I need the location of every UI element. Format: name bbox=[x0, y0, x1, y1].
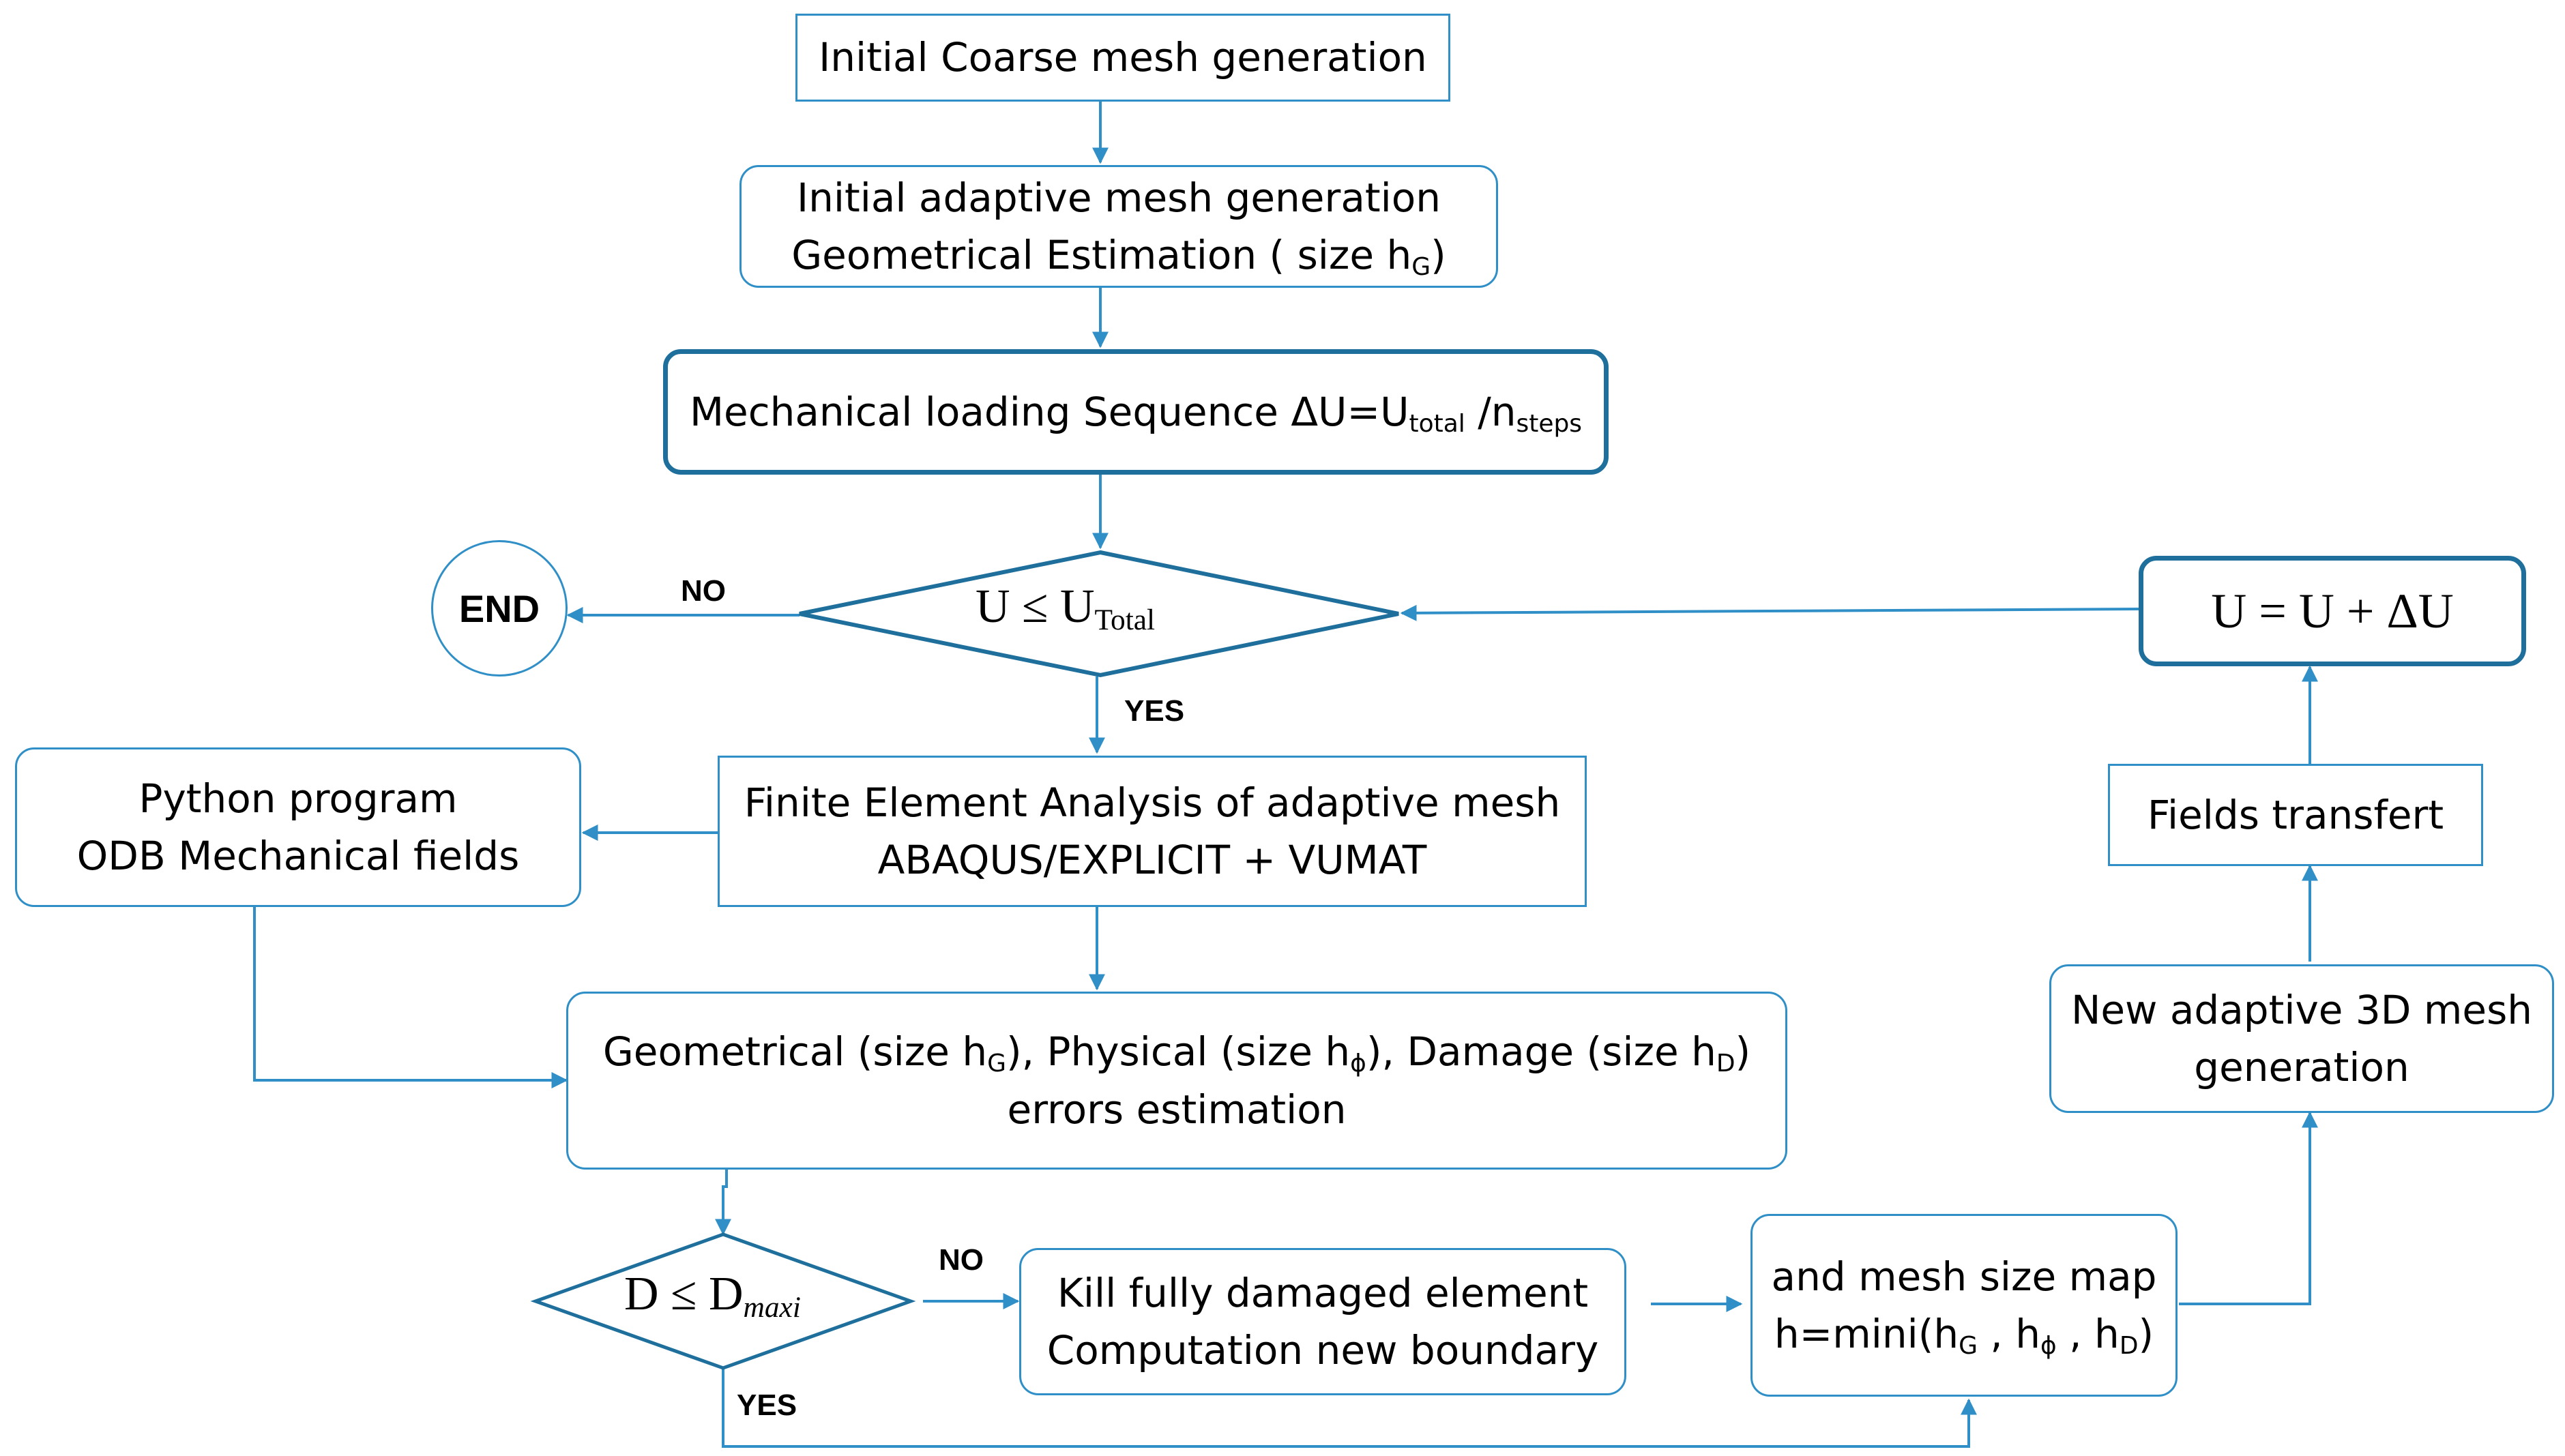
new-adaptive-mesh-box: New adaptive 3D mesh generation bbox=[2049, 964, 2554, 1113]
mechanical-loading-box: Mechanical loading Sequence ΔU=Utotal /n… bbox=[663, 349, 1609, 475]
no-label-ucheck: NO bbox=[681, 574, 726, 608]
yes-label-ucheck: YES bbox=[1124, 694, 1185, 728]
python-line1: Python program bbox=[138, 775, 458, 822]
python-line2: ODB Mechanical fields bbox=[76, 833, 520, 879]
errors-estimation-box: Geometrical (size hG), Physical (size hϕ… bbox=[566, 992, 1787, 1170]
u-check-diamond bbox=[799, 550, 1399, 678]
u-update-text: U = U + ΔU bbox=[2211, 583, 2454, 638]
initial-adaptive-mesh-box: Initial adaptive mesh generation Geometr… bbox=[739, 165, 1498, 288]
end-node: END bbox=[431, 540, 568, 677]
initial-adaptive-line2: Geometrical Estimation ( size hG) bbox=[791, 232, 1446, 281]
kill-element-box: Kill fully damaged element Computation n… bbox=[1019, 1248, 1626, 1395]
fields-transfer-text: Fields transfert bbox=[2147, 791, 2444, 838]
new-mesh-line1: New adaptive 3D mesh bbox=[2070, 986, 2533, 1033]
yes-label-dcheck: YES bbox=[737, 1388, 797, 1422]
fea-line2: ABAQUS/EXPLICIT + VUMAT bbox=[877, 837, 1427, 883]
arrow-uupdate-to-ucheck bbox=[1400, 604, 2141, 621]
arrow-dcheck-yes-to-sizemap bbox=[722, 1367, 1977, 1448]
fea-box: Finite Element Analysis of adaptive mesh… bbox=[718, 756, 1587, 907]
fields-transfer-box: Fields transfert bbox=[2108, 764, 2483, 866]
errors-line2: errors estimation bbox=[1007, 1086, 1347, 1133]
initial-adaptive-line1: Initial adaptive mesh generation bbox=[797, 174, 1441, 221]
d-check-text: D ≤ Dmaxi bbox=[624, 1268, 801, 1324]
new-mesh-line2: generation bbox=[2194, 1044, 2409, 1090]
size-map-line1: and mesh size map bbox=[1771, 1253, 2157, 1300]
kill-line1: Kill fully damaged element bbox=[1057, 1269, 1589, 1316]
python-program-box: Python program ODB Mechanical fields bbox=[15, 747, 581, 907]
mechanical-loading-text: Mechanical loading Sequence ΔU=Utotal /n… bbox=[689, 388, 1583, 438]
d-check-diamond bbox=[530, 1232, 916, 1370]
coarse-mesh-box: Initial Coarse mesh generation bbox=[795, 14, 1450, 102]
arrow-sizemap-to-newmesh bbox=[2179, 1111, 2318, 1305]
u-update-box: U = U + ΔU bbox=[2139, 556, 2526, 666]
mesh-size-map-box: and mesh size map h=mini(hG , hϕ , hD) bbox=[1750, 1214, 2178, 1397]
errors-line1: Geometrical (size hG), Physical (size hϕ… bbox=[602, 1028, 1751, 1078]
no-label-dcheck: NO bbox=[939, 1243, 984, 1277]
fea-line1: Finite Element Analysis of adaptive mesh bbox=[744, 779, 1561, 826]
end-text: END bbox=[458, 586, 540, 630]
arrow-python-to-errors bbox=[253, 907, 568, 1088]
u-check-text: U ≤ UTotal bbox=[976, 580, 1156, 636]
coarse-mesh-text: Initial Coarse mesh generation bbox=[819, 34, 1427, 81]
arrow-errors-to-dcheck bbox=[715, 1170, 731, 1236]
size-map-line2: h=mini(hG , hϕ , hD) bbox=[1774, 1311, 2154, 1360]
kill-line2: Computation new boundary bbox=[1046, 1327, 1599, 1373]
